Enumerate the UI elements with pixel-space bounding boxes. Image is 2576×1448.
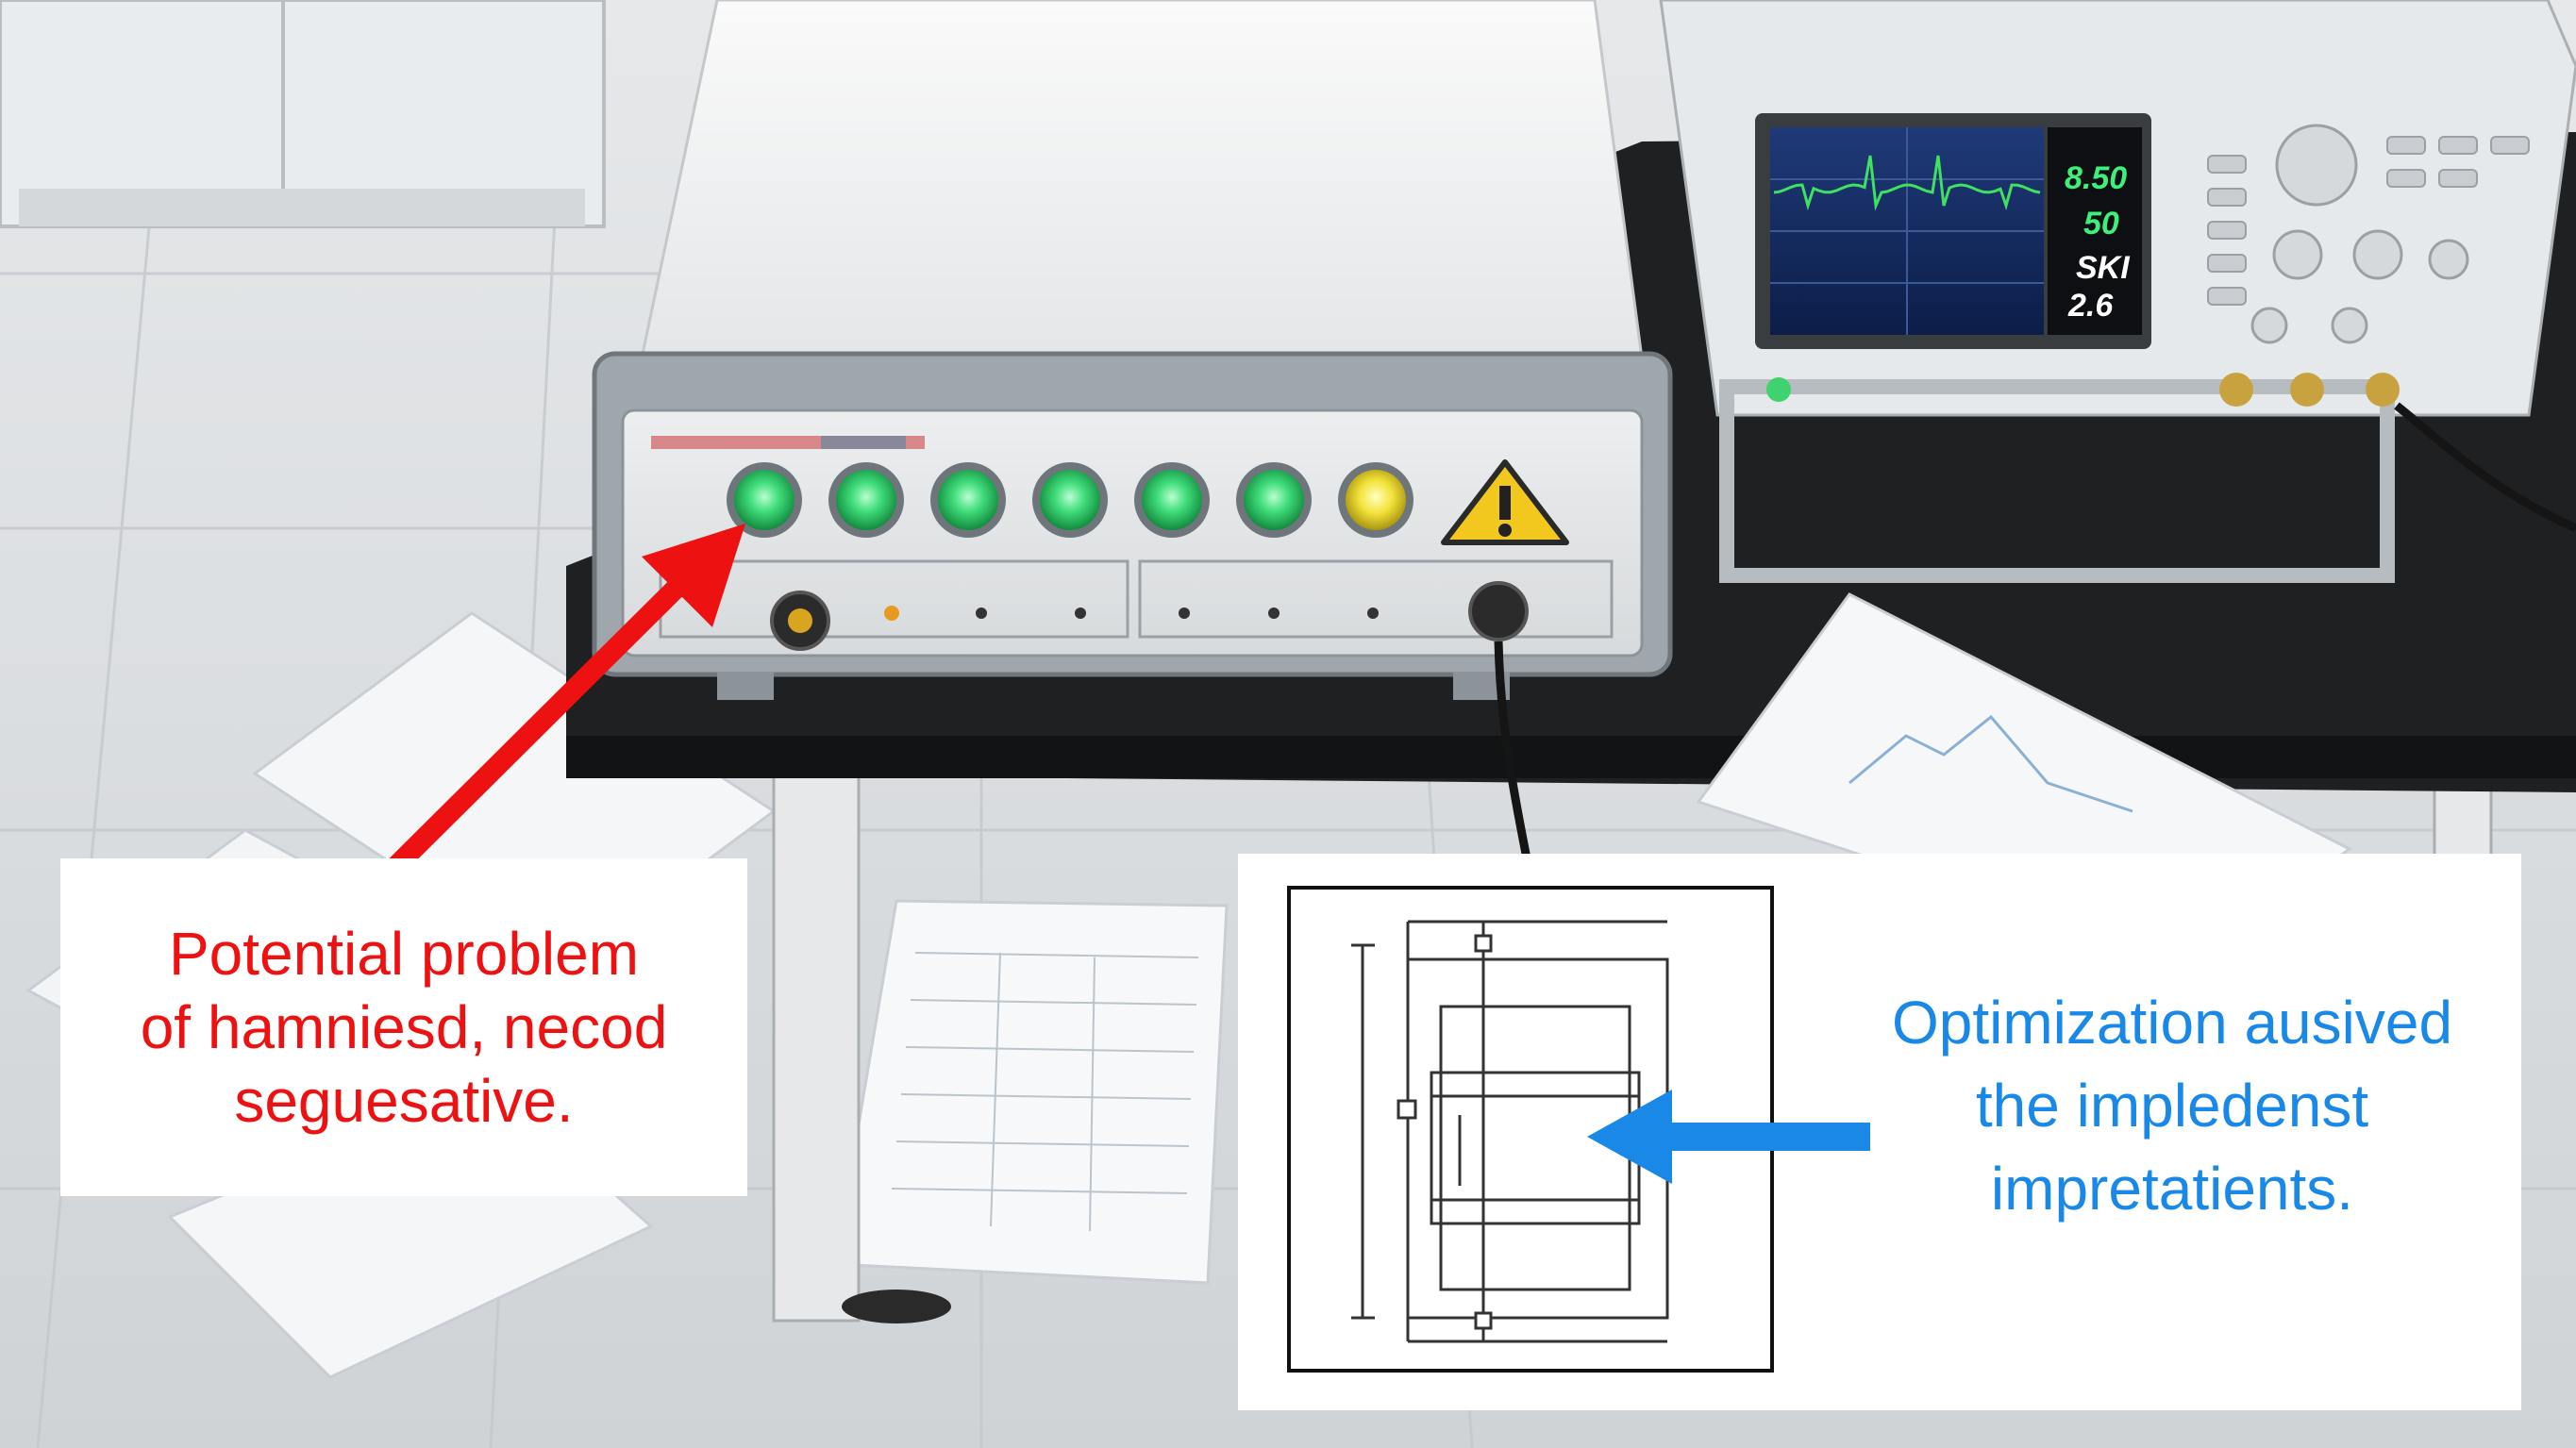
- callout-right-line-3: impretatients.: [1990, 1155, 2354, 1223]
- scope-readout-4: 2.6: [2067, 288, 2114, 324]
- indicator-light-green: [1040, 470, 1100, 530]
- scope-readout-2: 50: [2083, 206, 2119, 241]
- paper-trace: [1848, 714, 2133, 813]
- background-cabinet: [0, 0, 606, 228]
- bnc-connector-core: [788, 608, 812, 633]
- callout-right-line-1: Optimization ausived: [1891, 989, 2453, 1057]
- scope-knobs: [2250, 124, 2469, 344]
- status-led-icon: [884, 606, 899, 621]
- oscilloscope: [1659, 0, 2576, 583]
- indicator-light-green: [836, 470, 896, 530]
- scope-readout-3: SKI: [2076, 250, 2131, 286]
- warning-triangle-icon: [1441, 459, 1569, 545]
- indicator-light-green: [734, 470, 795, 530]
- indicator-light-green: [1244, 470, 1304, 530]
- panel-screws: [976, 607, 1379, 619]
- callout-right: Optimization ausived the impledenst impr…: [1238, 854, 2521, 1410]
- callout-left-text: Potential problem of hamniesd, necod seg…: [141, 917, 668, 1138]
- cable: [1494, 641, 1533, 869]
- instrument-box: [640, 0, 1644, 360]
- red-arrow-icon: [386, 524, 745, 876]
- table-edge: [566, 736, 2576, 778]
- scope-buttons: [2207, 136, 2530, 306]
- callout-left-line-1: Potential problem: [168, 920, 640, 988]
- blue-arrow-icon: [1587, 1090, 1870, 1184]
- power-led-icon: [1766, 377, 1791, 402]
- scope-trace: [1773, 155, 2041, 211]
- indicator-light-green: [938, 470, 998, 530]
- indicator-light-yellow: [1346, 470, 1406, 530]
- scope-inputs: [2219, 373, 2400, 407]
- scope-readout-1: 8.50: [2065, 160, 2127, 196]
- table-foot: [842, 1290, 951, 1323]
- callout-left-line-2: of hamniesd, necod: [140, 993, 668, 1061]
- callout-right-text: Optimization ausived the impledenst impr…: [1861, 981, 2484, 1230]
- callout-left-line-3: seguesative.: [234, 1067, 574, 1135]
- callout-left: Potential problem of hamniesd, necod seg…: [60, 858, 747, 1196]
- indicator-light-green: [1142, 470, 1202, 530]
- callout-right-line-2: the impledenst: [1975, 1072, 2369, 1140]
- indicator-lights: [727, 462, 1413, 538]
- output-connector-icon: [1468, 581, 1529, 641]
